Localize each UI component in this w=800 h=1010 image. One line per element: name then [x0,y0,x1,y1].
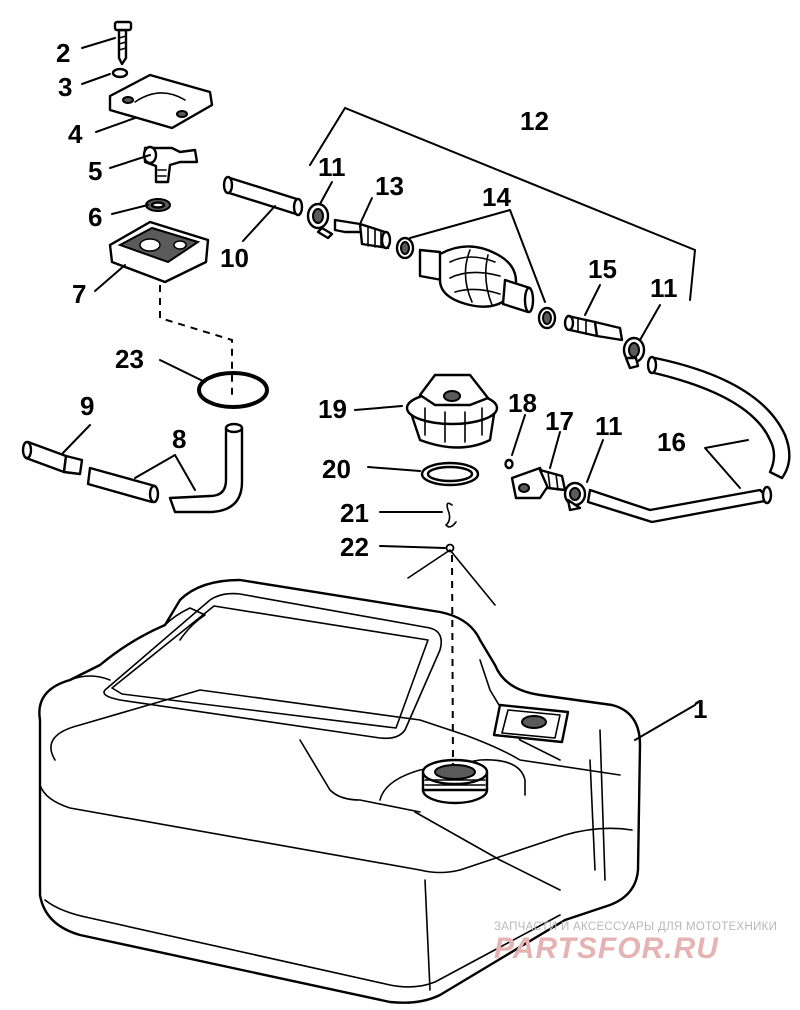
callout-17: 17 [545,406,574,436]
callout-9: 9 [80,391,94,421]
watermark-tagline: ЗАПЧАСТИ И АКСЕССУАРЫ ДЛЯ МОТОТЕХНИКИ [494,921,777,933]
callout-3: 3 [58,72,72,102]
bracket-plate [108,73,214,130]
callout-11-b: 11 [650,273,678,303]
leader-lines [61,37,749,741]
callout-21: 21 [340,498,369,528]
hose-clamp-3 [563,481,587,512]
pickup-tube [86,422,244,514]
primer-bulb [395,236,557,330]
callout-5: 5 [88,156,102,186]
watermark: ЗАПЧАСТИ И АКСЕССУАРЫ ДЛЯ МОТОТЕХНИКИ PA… [494,921,777,965]
pickup-plate [108,220,210,284]
callout-4: 4 [68,119,83,149]
callout-labels: 2 3 4 5 6 7 23 9 8 10 11 13 14 12 15 11 … [56,38,707,724]
callout-12: 12 [520,106,549,136]
filter [21,440,84,476]
callout-10: 10 [220,243,249,273]
callout-1: 1 [693,694,707,724]
short-hose [222,175,304,217]
callout-19: 19 [318,394,347,424]
tank-connector [333,218,392,250]
filler-cap [405,373,499,449]
callout-2: 2 [56,38,70,68]
screw [113,20,133,66]
callout-23: 23 [115,344,144,374]
callout-15: 15 [588,254,617,284]
fuel-tank [38,578,642,1004]
callout-11-c: 11 [595,411,623,441]
callout-7: 7 [72,279,86,309]
washer [111,67,129,79]
seal-ring [197,371,269,409]
callout-14: 14 [482,182,511,212]
callout-22: 22 [340,532,369,562]
watermark-brand: PARTSFOR.RU [494,932,719,965]
callout-8: 8 [172,424,186,454]
hose-connector [563,314,624,342]
callout-13: 13 [375,171,404,201]
hose-clamp-2 [622,336,646,370]
retaining-clip [445,502,457,528]
callout-11-a: 11 [318,152,346,182]
callout-6: 6 [88,202,102,232]
cap-strap [407,543,496,606]
hose-clamp-1 [306,202,334,240]
elbow-fitting [510,466,567,500]
fuel-line-hose [586,355,791,524]
callout-16: 16 [657,427,686,457]
small-o-ring [504,458,514,470]
callout-18: 18 [508,388,537,418]
callout-20: 20 [322,454,351,484]
tee-fitting [142,145,199,184]
